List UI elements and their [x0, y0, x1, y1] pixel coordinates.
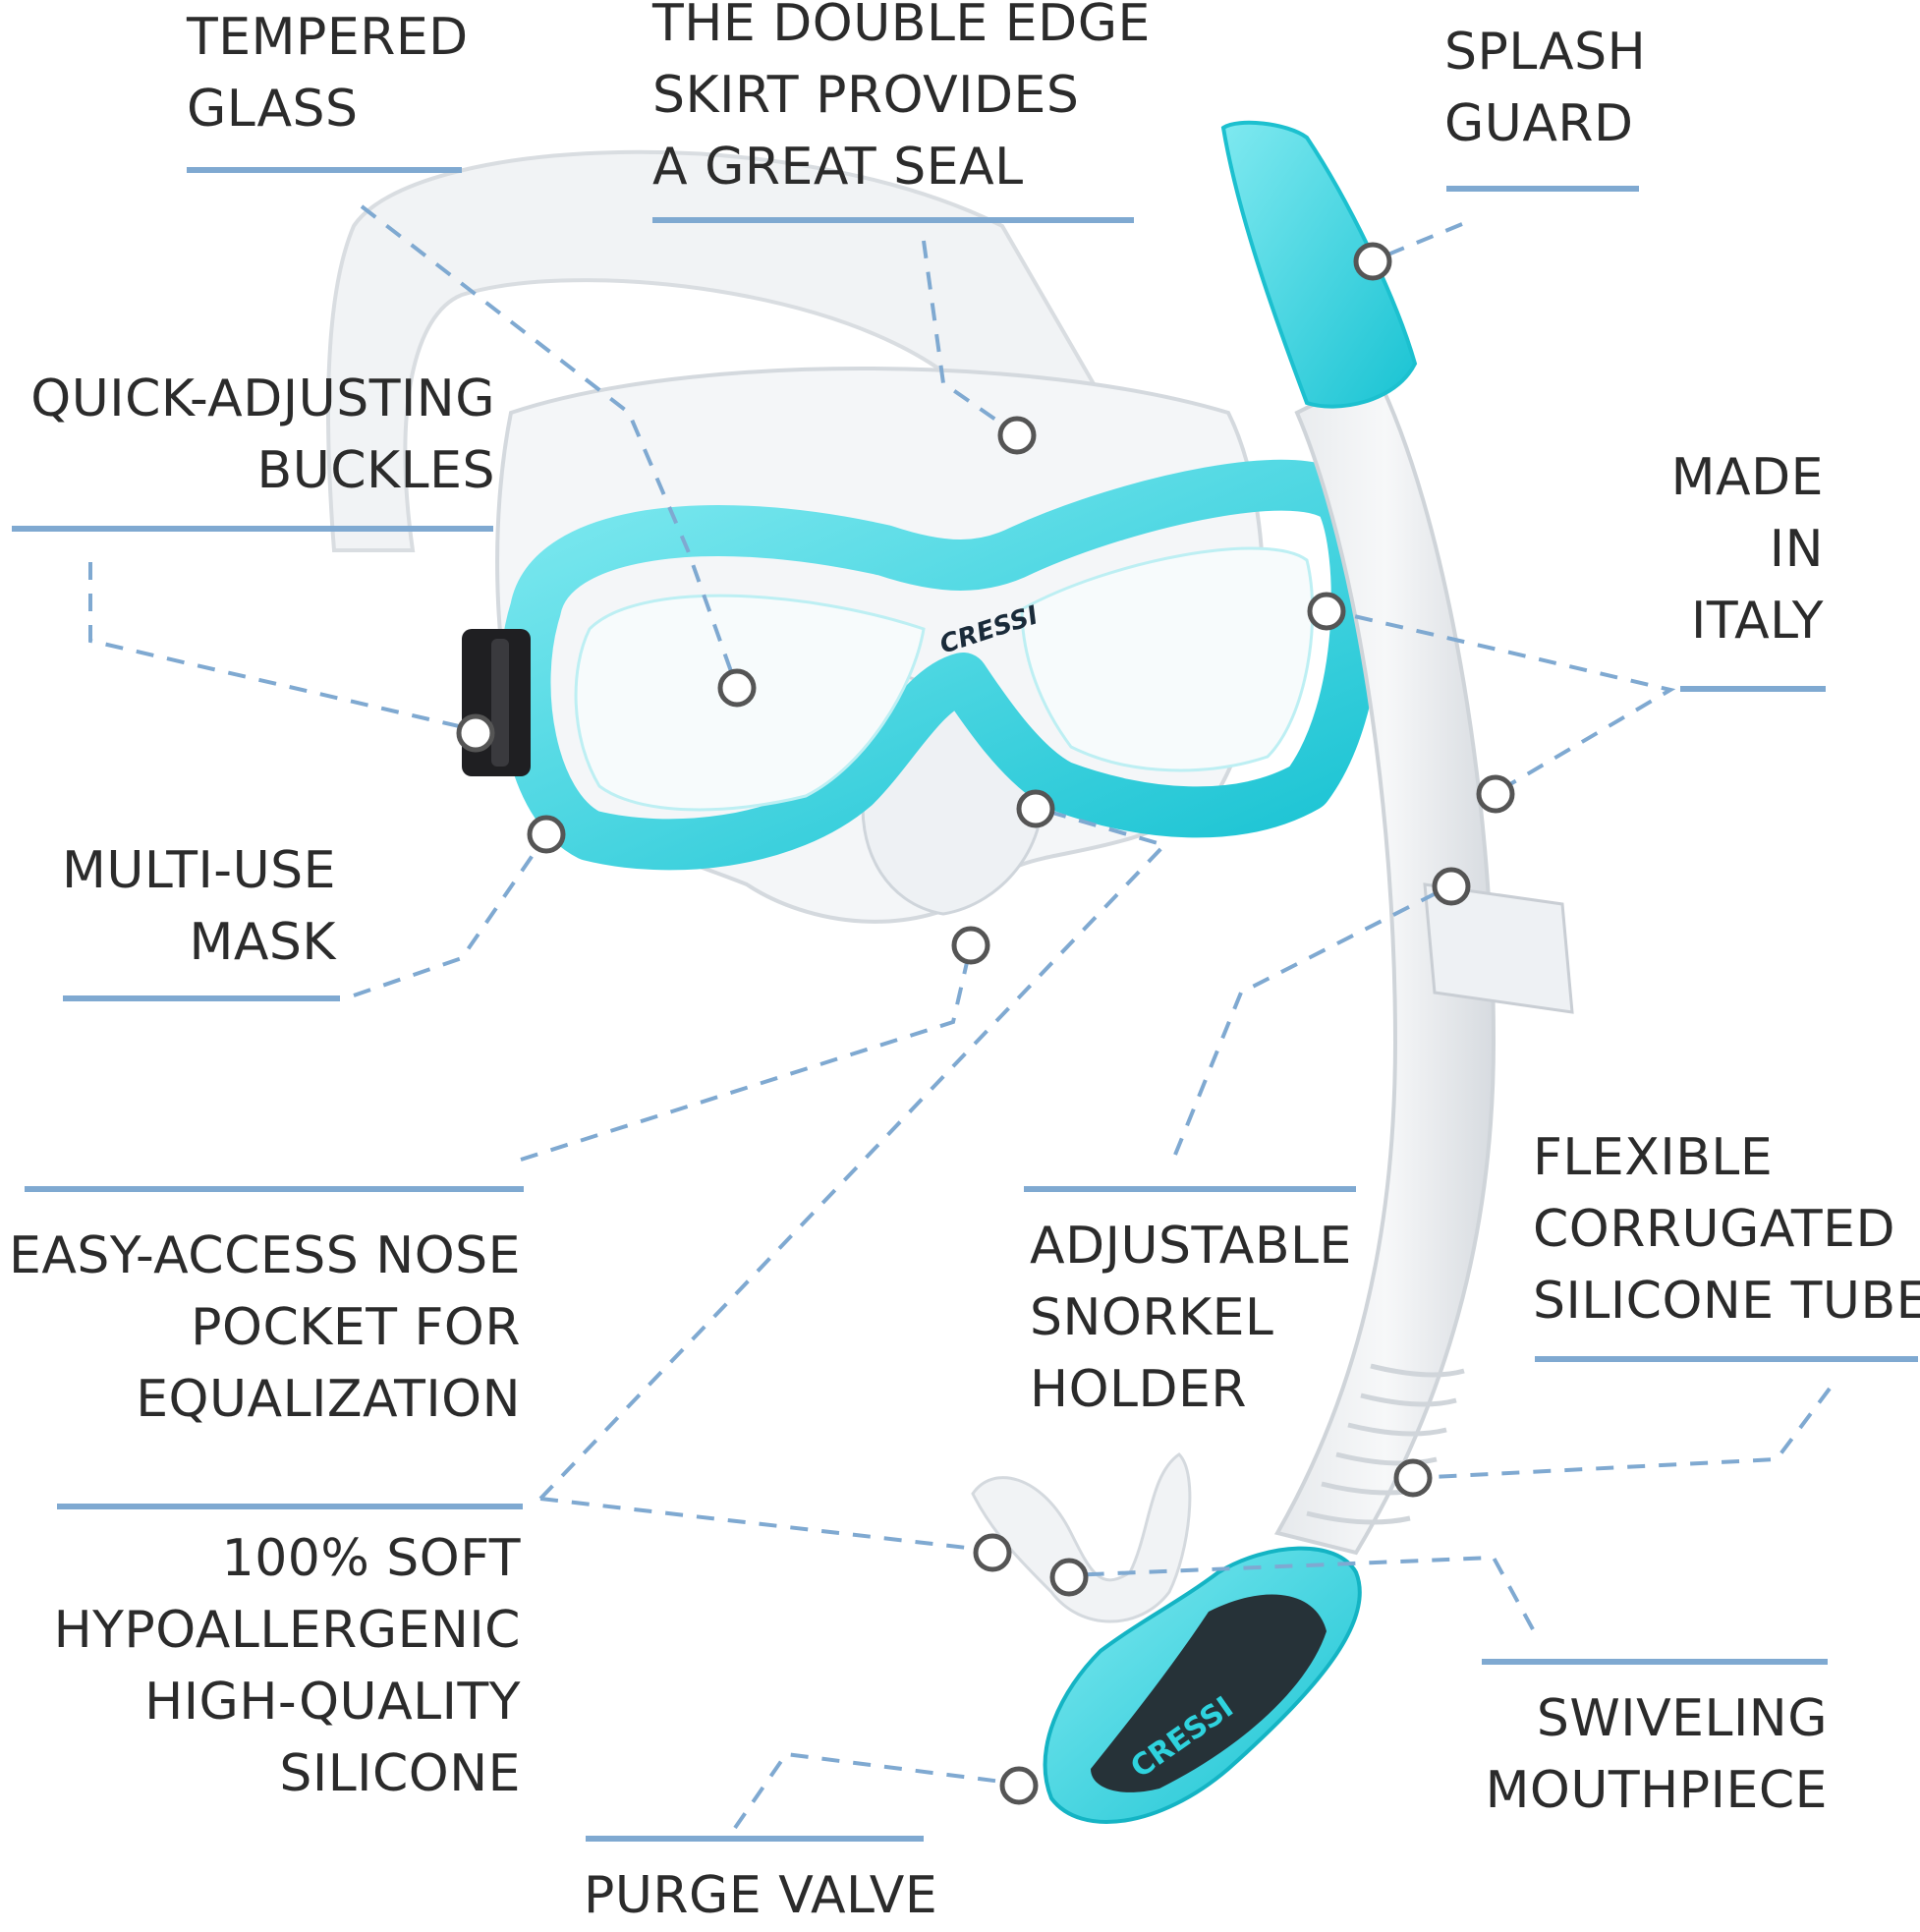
label-purge-valve: PURGE VALVE: [584, 1860, 937, 1932]
purge-valve-grip: [1091, 1594, 1327, 1792]
leader-multi-use: [353, 833, 548, 997]
label-line: HOLDER: [1030, 1360, 1248, 1419]
marker-purge-area: [951, 926, 990, 965]
underline-nose-pocket-top: [25, 1186, 524, 1192]
mouthpiece: [971, 1452, 1192, 1623]
label-line: MULTI-USE: [61, 841, 336, 900]
marker-mouthpiece-left: [973, 1533, 1012, 1572]
underline-tempered-glass: [187, 167, 462, 173]
label-splash-guard: SPLASH GUARD: [1444, 17, 1646, 160]
marker-splash-guard: [1353, 242, 1392, 281]
marker-tube-mid: [1476, 774, 1515, 814]
label-line: MASK: [189, 913, 336, 972]
leader-snorkel-holder: [1173, 884, 1450, 1156]
leader-purge: [733, 1751, 1018, 1830]
splash-guard-shape: [1220, 120, 1418, 409]
label-line: TEMPERED: [187, 8, 469, 67]
label-line: ADJUSTABLE: [1030, 1217, 1352, 1276]
label-line: EQUALIZATION: [136, 1370, 521, 1429]
marker-flexible: [1393, 1458, 1433, 1498]
label-double-edge-skirt: THE DOUBLE EDGE SKIRT PROVIDES A GREAT S…: [652, 0, 1151, 203]
marker-snorkel-holder: [1432, 867, 1471, 906]
leader-flexible: [1412, 1387, 1832, 1480]
mask-frame: [499, 459, 1383, 871]
label-soft-silicone: 100% SOFT HYPOALLERGENIC HIGH-QUALITY SI…: [54, 1523, 521, 1810]
snorkel-tube: [1273, 370, 1496, 1556]
underline-double-edge: [652, 217, 1134, 223]
label-line: SNORKEL: [1030, 1288, 1274, 1347]
label-line: HIGH-QUALITY: [144, 1673, 521, 1732]
leader-italy: [1324, 607, 1676, 796]
underline-multi-use: [63, 995, 340, 1001]
label-line: PURGE VALVE: [584, 1866, 938, 1925]
label-made-in-italy: MADE IN ITALY: [1671, 442, 1824, 657]
label-line: SILICONE TUBE: [1533, 1272, 1920, 1331]
marker-nose-pocket: [1016, 789, 1055, 828]
label-line: ITALY: [1691, 592, 1824, 651]
underline-soft-silicone-top: [57, 1504, 523, 1509]
underline-italy: [1680, 686, 1826, 692]
label-line: MOUTHPIECE: [1485, 1761, 1828, 1820]
label-line: SILICONE: [279, 1744, 521, 1803]
label-snorkel-holder: ADJUSTABLE SNORKEL HOLDER: [1030, 1211, 1352, 1426]
underline-swivel-top: [1482, 1659, 1828, 1665]
leader-nose-pocket: [520, 944, 973, 1162]
underline-splash-guard: [1446, 186, 1639, 192]
label-line: SWIVELING: [1536, 1689, 1828, 1748]
label-line: A GREAT SEAL: [652, 138, 1024, 197]
label-quick-adjusting-buckles: QUICK-ADJUSTING BUCKLES: [30, 364, 495, 507]
label-line: HYPOALLERGENIC: [53, 1601, 521, 1660]
label-line: 100% SOFT: [221, 1529, 521, 1588]
label-line: SKIRT PROVIDES: [652, 66, 1080, 125]
label-swiveling-mouthpiece: SWIVELING MOUTHPIECE: [1486, 1683, 1828, 1827]
label-line: FLEXIBLE: [1533, 1128, 1774, 1187]
label-multi-use-mask: MULTI-USE MASK: [62, 835, 336, 979]
label-line: GLASS: [187, 80, 359, 139]
label-nose-pocket: EASY-ACCESS NOSE POCKET FOR EQUALIZATION: [9, 1221, 521, 1436]
leader-tempered-glass: [360, 204, 739, 689]
left-lens: [574, 594, 926, 812]
marker-multi-use: [527, 815, 566, 854]
label-line: EASY-ACCESS NOSE: [8, 1226, 521, 1285]
right-lens: [1020, 546, 1315, 772]
label-flexible-tube: FLEXIBLE CORRUGATED SILICONE TUBE: [1533, 1122, 1920, 1337]
marker-double-edge: [997, 416, 1037, 455]
leader-lines: [88, 204, 1832, 1830]
label-line: CORRUGATED: [1533, 1200, 1896, 1259]
underline-purge-top: [586, 1836, 924, 1842]
label-line: IN: [1769, 520, 1824, 579]
snorkel-holder: [1423, 882, 1574, 1014]
label-line: THE DOUBLE EDGE: [652, 0, 1151, 53]
leader-swivel: [1068, 1555, 1535, 1630]
leader-buckles: [88, 562, 473, 731]
callout-markers: [456, 242, 1515, 1805]
label-tempered-glass: TEMPERED GLASS: [187, 2, 469, 145]
marker-buckles: [456, 713, 495, 753]
label-line: QUICK-ADJUSTING: [30, 369, 495, 428]
marker-italy: [1307, 592, 1346, 631]
leader-double-edge: [922, 240, 1016, 434]
label-line: MADE: [1670, 448, 1824, 507]
marker-swivel: [1049, 1558, 1089, 1597]
label-line: BUCKLES: [256, 441, 495, 500]
marker-tempered-glass: [717, 668, 757, 708]
leader-soft-silicone-2: [539, 1497, 993, 1553]
marker-purge-valve: [999, 1766, 1039, 1805]
underline-snorkel-holder-top: [1024, 1186, 1356, 1192]
label-line: SPLASH: [1444, 23, 1647, 82]
label-line: POCKET FOR: [191, 1298, 521, 1357]
label-line: GUARD: [1444, 94, 1634, 153]
underline-buckles: [12, 526, 493, 532]
mask-strap: [326, 149, 1114, 552]
underline-flexible: [1535, 1356, 1918, 1362]
